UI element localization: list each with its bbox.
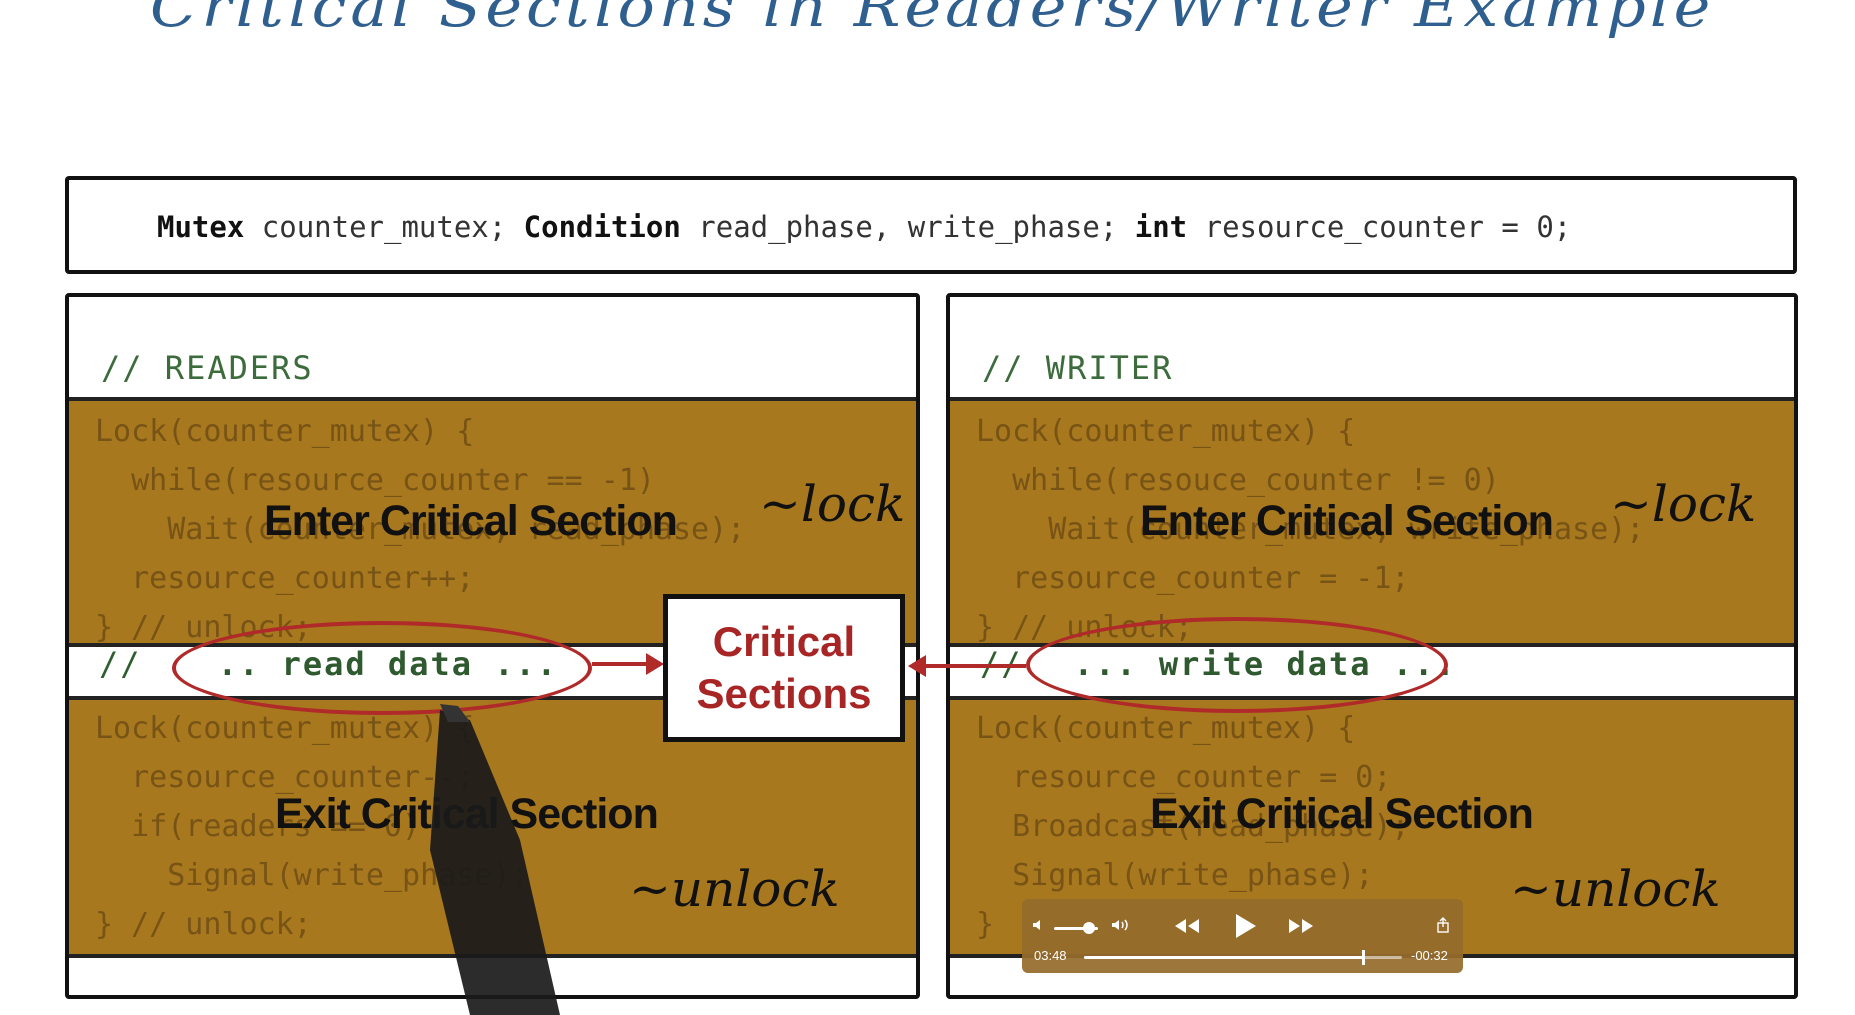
decl-keyword-mutex: Mutex (157, 210, 245, 244)
decl-text-1: counter_mutex; (244, 210, 524, 244)
writer-exit-code: Lock(counter_mutex) { resource_counter =… (976, 711, 1410, 942)
writer-mid-line: // ... write data ... (980, 645, 1457, 683)
decl-keyword-int: int (1134, 210, 1188, 244)
volume-low-icon[interactable] (1030, 916, 1048, 934)
readers-mid-prefix: // (99, 645, 163, 683)
critical-line-2: Sections (696, 670, 872, 717)
readers-exit-code: Lock(counter_mutex) { resource_counter--… (95, 711, 529, 942)
slide-title: Critical Sections in Readers/Writer Exam… (150, 0, 1715, 40)
readers-exit-label: Exit Critical Section (275, 790, 659, 838)
readers-mid-line: // .. read data ... (99, 645, 558, 683)
critical-line-1: Critical (712, 618, 856, 665)
remaining-time: -00:32 (1411, 948, 1448, 963)
volume-high-icon[interactable] (1110, 916, 1134, 934)
declaration-box: Mutex counter_mutex; Condition read_phas… (65, 176, 1797, 274)
writer-enter-label: Enter Critical Section (1140, 497, 1554, 545)
fast-forward-button[interactable] (1286, 914, 1316, 938)
writer-mid-prefix: // (980, 645, 1044, 683)
decl-text-2: read_phase, write_phase; (680, 210, 1135, 244)
volume-slider-knob[interactable] (1083, 922, 1096, 934)
writer-unlock-note: ~unlock (1510, 860, 1721, 918)
progress-fill (1084, 956, 1363, 959)
writer-enter-band: Lock(counter_mutex) { while(resouce_coun… (950, 397, 1794, 647)
video-player-controls: 03:48 -00:32 (1022, 899, 1463, 973)
critical-sections-box: Critical Sections (663, 594, 905, 742)
declaration-code: Mutex counter_mutex; Condition read_phas… (157, 210, 1571, 244)
volume-slider[interactable] (1054, 927, 1098, 930)
fast-forward-icon (1289, 919, 1313, 933)
writer-panel: // WRITER Lock(counter_mutex) { while(re… (946, 293, 1798, 999)
decl-text-3: resource_counter = 0; (1187, 210, 1572, 244)
decl-keyword-condition: Condition (523, 210, 681, 244)
writer-enter-code: Lock(counter_mutex) { while(resouce_coun… (976, 414, 1645, 645)
readers-unlock-note: ~unlock (629, 860, 840, 918)
elapsed-time: 03:48 (1034, 948, 1067, 963)
writer-write-data: ... write data ... (1073, 645, 1457, 683)
progress-bar[interactable] (1084, 950, 1402, 965)
readers-enter-label: Enter Critical Section (264, 497, 678, 545)
rewind-icon (1175, 919, 1199, 933)
writer-exit-label: Exit Critical Section (1150, 790, 1534, 838)
player-top-row (1022, 913, 1463, 943)
play-icon (1236, 914, 1256, 938)
share-icon[interactable] (1434, 915, 1452, 935)
readers-enter-code: Lock(counter_mutex) { while(resource_cou… (95, 414, 746, 645)
writer-heading: // WRITER (982, 349, 1174, 387)
readers-lock-note: ~lock (759, 475, 906, 533)
play-button[interactable] (1230, 909, 1260, 943)
progress-scrubber[interactable] (1361, 950, 1365, 965)
writer-lock-note: ~lock (1610, 475, 1757, 533)
readers-read-data: .. read data ... (217, 645, 559, 683)
readers-heading: // READERS (101, 349, 314, 387)
rewind-button[interactable] (1172, 914, 1202, 938)
